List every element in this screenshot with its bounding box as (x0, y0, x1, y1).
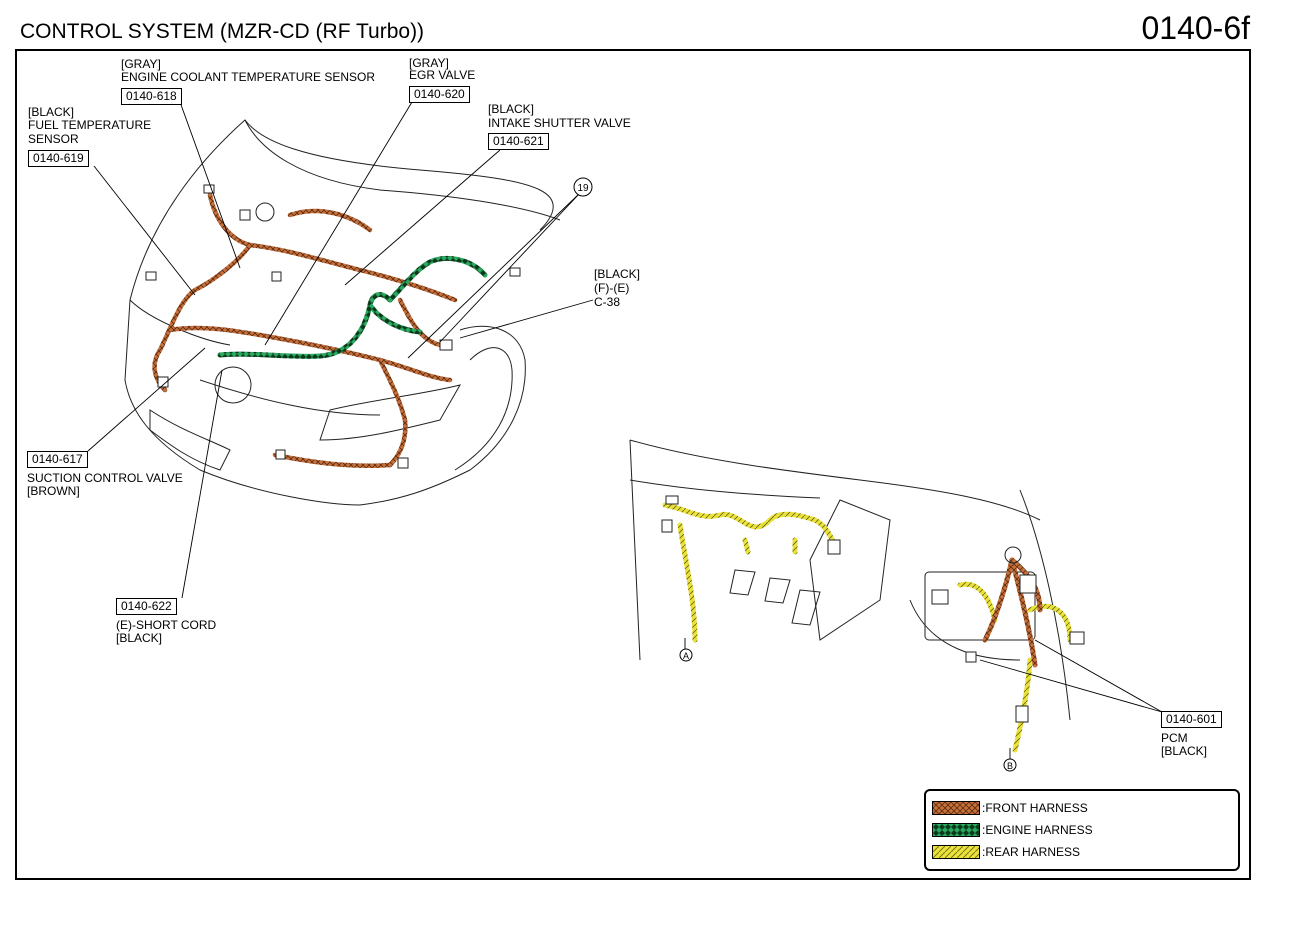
short-cord-name: (E)-SHORT CORD (116, 618, 217, 632)
isv-name: INTAKE SHUTTER VALVE (488, 116, 631, 130)
legend-label-front: :FRONT HARNESS (982, 801, 1088, 815)
ect-color: [GRAY] (121, 57, 161, 71)
circle-marker-labels: 19 A B (577, 183, 1013, 771)
ground-19-circle (573, 177, 593, 197)
c38-line3: C-38 (594, 295, 621, 309)
ect-ref-box[interactable]: 0140-618 (121, 88, 182, 105)
scv-name: SUCTION CONTROL VALVE (27, 471, 183, 485)
connector-b-label: B (1007, 761, 1013, 771)
legend-swatch-engine (932, 823, 980, 837)
pcm-color: [BLACK] (1161, 744, 1208, 758)
harness-legend: :FRONT HARNESS :ENGINE HARNESS :REAR HAR… (924, 789, 1240, 871)
ground-19-label: 19 (577, 183, 589, 194)
legend-label-rear: :REAR HARNESS (982, 845, 1081, 859)
egr-ref-box[interactable]: 0140-620 (409, 86, 470, 103)
short-cord-color: [BLACK] (116, 631, 163, 645)
diagram-frame (15, 49, 1251, 880)
egr-color: [GRAY] (409, 56, 449, 70)
engine-harness-wires (217, 255, 488, 359)
isv-color: [BLACK] (488, 102, 535, 116)
legend-label-engine: :ENGINE HARNESS (982, 823, 1093, 837)
scv-ref-box[interactable]: 0140-617 (27, 451, 88, 468)
fts-name-line1: FUEL TEMPERATURE (28, 118, 152, 132)
connector-blocks (145, 184, 1085, 723)
connector-a-circle (679, 648, 693, 662)
fts-color: [BLACK] (28, 105, 75, 119)
circle-markers (573, 177, 1017, 772)
pcm-name: PCM (1161, 731, 1188, 745)
c38-color: [BLACK] (594, 267, 641, 281)
isv-ref-box[interactable]: 0140-621 (488, 133, 549, 150)
fts-ref-box[interactable]: 0140-619 (28, 150, 89, 167)
connector-a-label: A (683, 651, 689, 661)
legend-swatch-rear (932, 845, 980, 859)
car-front-outline (124, 119, 561, 506)
short-cord-ref-box[interactable]: 0140-622 (116, 598, 177, 615)
scv-color: [BROWN] (27, 484, 80, 498)
c38-line2: (F)-(E) (594, 281, 630, 295)
page-title: CONTROL SYSTEM (MZR-CD (RF Turbo)) (20, 20, 425, 43)
rear-harness-wires (662, 502, 1073, 753)
page-code: 0140-6f (1141, 10, 1250, 46)
connector-b-circle (1003, 758, 1017, 772)
fts-name-line2: SENSOR (28, 132, 79, 146)
pcm-ref-box[interactable]: 0140-601 (1161, 711, 1222, 728)
leader-lines (87, 101, 1163, 760)
legend-swatch-front (932, 801, 980, 815)
dashboard-outline (629, 439, 1071, 721)
egr-name: EGR VALVE (409, 68, 476, 82)
ect-name: ENGINE COOLANT TEMPERATURE SENSOR (121, 70, 376, 84)
